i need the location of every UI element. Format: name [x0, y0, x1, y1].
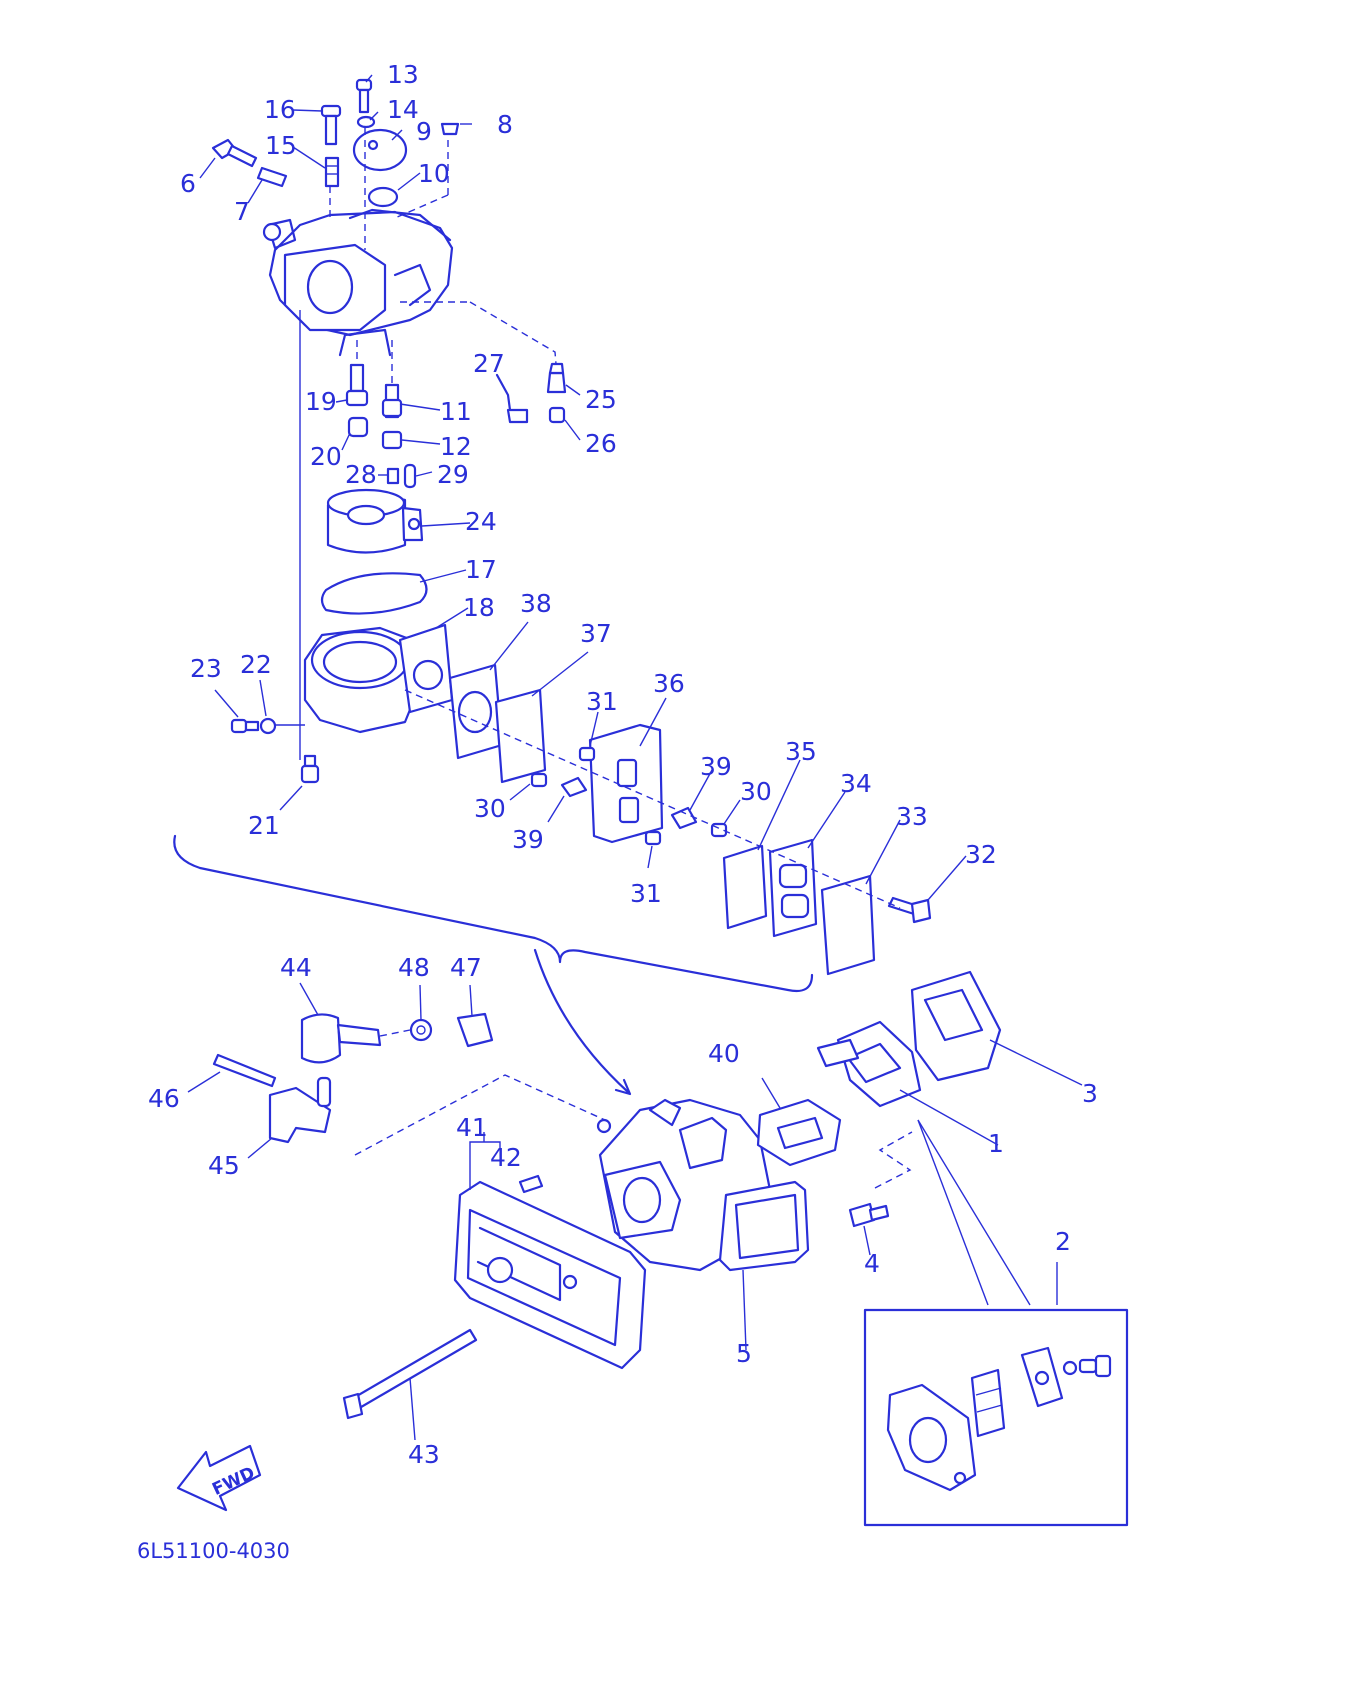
- part-label: 7: [234, 197, 250, 226]
- part-label: 30: [740, 777, 772, 806]
- parts-left-screws: [214, 679, 320, 811]
- part-label: 40: [708, 1039, 740, 1068]
- part-label: 5: [736, 1339, 752, 1368]
- float-and-chamber: [303, 488, 471, 734]
- part-label: 20: [310, 442, 342, 471]
- plates-gaskets-right: [404, 621, 967, 976]
- part-label: 10: [418, 159, 450, 188]
- part-label: 30: [474, 794, 506, 823]
- group-brace: [173, 834, 814, 993]
- part-labels: 1 2 3 4 5 6 7 8 9 10 11 12 13 14 15 16 1…: [148, 60, 1098, 1469]
- reed-valve-inset: [863, 1262, 1129, 1527]
- part-label: 6: [180, 169, 196, 198]
- part-label: 16: [264, 95, 296, 124]
- part-label: 33: [896, 802, 928, 831]
- parts-jets-cluster: [335, 301, 581, 489]
- diagram-code: 6L51100-4030: [137, 1539, 290, 1563]
- part-label: 44: [280, 953, 312, 982]
- part-label: 19: [305, 387, 337, 416]
- part-label: 37: [580, 619, 612, 648]
- part-label: 14: [387, 95, 419, 124]
- part-label: 39: [512, 825, 544, 854]
- intake-manifold-parts: [756, 970, 1083, 1306]
- part-label: 11: [440, 397, 472, 426]
- part-label: 32: [965, 840, 997, 869]
- part-label: 28: [345, 460, 377, 489]
- part-label: 26: [585, 429, 617, 458]
- part-label: 15: [265, 131, 297, 160]
- part-label: 45: [208, 1151, 240, 1180]
- part-label: 38: [520, 589, 552, 618]
- intake-silencer: [342, 1132, 647, 1441]
- part-label: 13: [387, 60, 419, 89]
- part-label: 2: [1055, 1227, 1071, 1256]
- part-label: 4: [864, 1249, 880, 1278]
- part-label: 24: [465, 507, 497, 536]
- part-label: 17: [465, 555, 497, 584]
- carburetor-upper-body: [262, 208, 454, 357]
- part-label: 12: [440, 432, 472, 461]
- part-label: 48: [398, 953, 430, 982]
- fwd-direction-arrow: FWD: [176, 1444, 262, 1512]
- part-label: 29: [437, 460, 469, 489]
- part-label: 43: [408, 1440, 440, 1469]
- part-label: 1: [988, 1129, 1004, 1158]
- part-label: 21: [248, 811, 280, 840]
- part-label: 8: [497, 110, 513, 139]
- part-label: 23: [190, 654, 222, 683]
- part-label: 47: [450, 953, 482, 982]
- part-label: 3: [1082, 1079, 1098, 1108]
- part-label: 36: [653, 669, 685, 698]
- part-label: 39: [700, 752, 732, 781]
- part-label: 25: [585, 385, 617, 414]
- part-label: 34: [840, 769, 872, 798]
- group-arrow-line: [533, 948, 630, 1094]
- part-label: 46: [148, 1084, 180, 1113]
- linkage-parts: [187, 982, 606, 1159]
- part-label: 18: [463, 593, 495, 622]
- part-label: 9: [416, 117, 432, 146]
- part-label: 27: [473, 349, 505, 378]
- part-label: 31: [630, 879, 662, 908]
- parts-top-cluster: [199, 74, 472, 250]
- part-label: 42: [490, 1143, 522, 1172]
- part-label: 31: [586, 687, 618, 716]
- part-label: 35: [785, 737, 817, 766]
- part-label: 22: [240, 650, 272, 679]
- carburetor-main-assembly: [596, 1098, 810, 1351]
- group-arrowhead: [614, 1078, 632, 1096]
- part-label: 41: [456, 1113, 488, 1142]
